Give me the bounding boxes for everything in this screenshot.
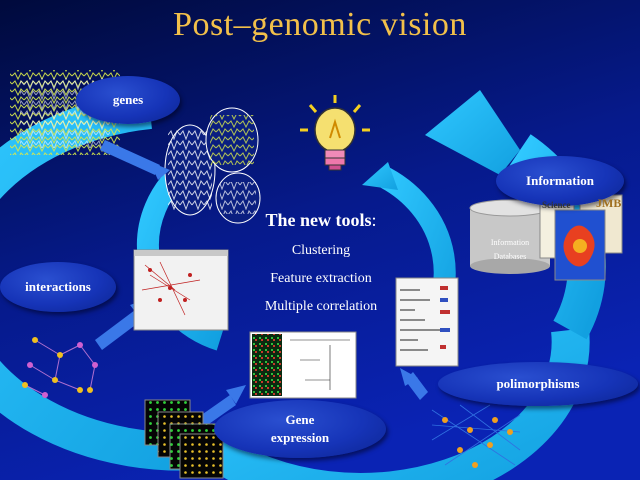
tool-item-feature-extraction: Feature extraction (270, 271, 372, 286)
gene-expression-label-line2: expression (270, 430, 330, 445)
new-tools-heading: The new tools: (265, 210, 377, 230)
information-label: Information (526, 173, 594, 188)
database-label-line2: Databases (493, 252, 527, 261)
database-icon (469, 199, 551, 274)
gene-expression-oval: Gene expression (214, 400, 386, 458)
science-cover-title: Science (542, 200, 571, 210)
slide-title: Post–genomic vision (173, 6, 467, 43)
new-tools-panel: The new tools: Clustering Feature extrac… (236, 210, 406, 321)
interactions-oval: interactions (0, 262, 116, 312)
network-software-screenshot (133, 249, 229, 331)
lightbulb-icon (300, 95, 370, 171)
genes-label: genes (112, 92, 144, 107)
database-label-line1: Information (490, 238, 530, 247)
tool-item-clustering: Clustering (291, 243, 351, 258)
interaction-network-graphic (22, 337, 98, 398)
polimorphisms-label: polimorphisms (496, 376, 580, 391)
genes-oval: genes (76, 76, 180, 124)
microarray-stack (144, 399, 224, 479)
polimorphisms-oval: polimorphisms (438, 362, 638, 406)
polymorphism-mesh-graphic (431, 404, 521, 468)
jmb-cover-title: JMB (596, 196, 622, 210)
information-oval: Information (496, 156, 624, 206)
dendrogram-screenshot (395, 277, 459, 367)
gene-oval-cluster (164, 107, 261, 224)
interactions-label: interactions (25, 279, 91, 294)
gene-expression-label-line1: Gene (285, 412, 315, 427)
clustering-screenshot (249, 331, 357, 399)
journal-covers (539, 194, 623, 281)
tool-item-multiple-correlation: Multiple correlation (264, 299, 378, 314)
